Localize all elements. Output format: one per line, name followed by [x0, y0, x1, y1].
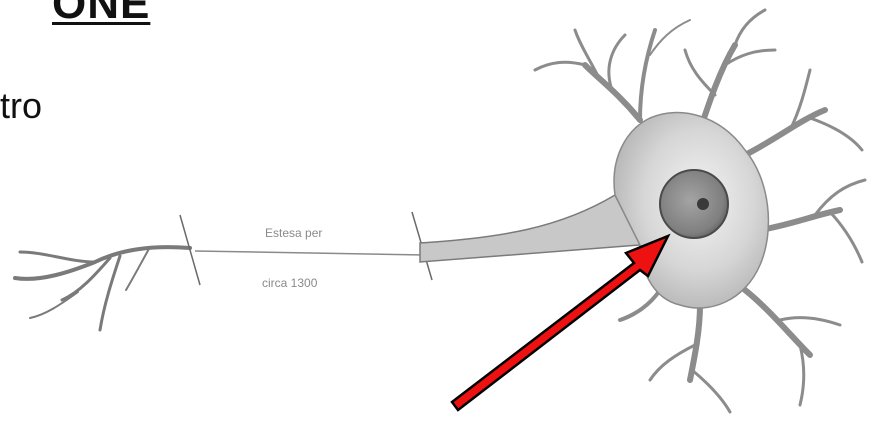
figure-label-bottom: circa 1300 [262, 276, 318, 290]
axon-segment [420, 195, 640, 262]
axon-elided-line [195, 251, 425, 255]
figure-label-top: Estesa per [265, 226, 322, 240]
cell-nucleus [660, 170, 728, 238]
axon-break-marks [180, 212, 432, 285]
axon-terminals [15, 247, 190, 330]
pointer-arrow [452, 236, 668, 410]
